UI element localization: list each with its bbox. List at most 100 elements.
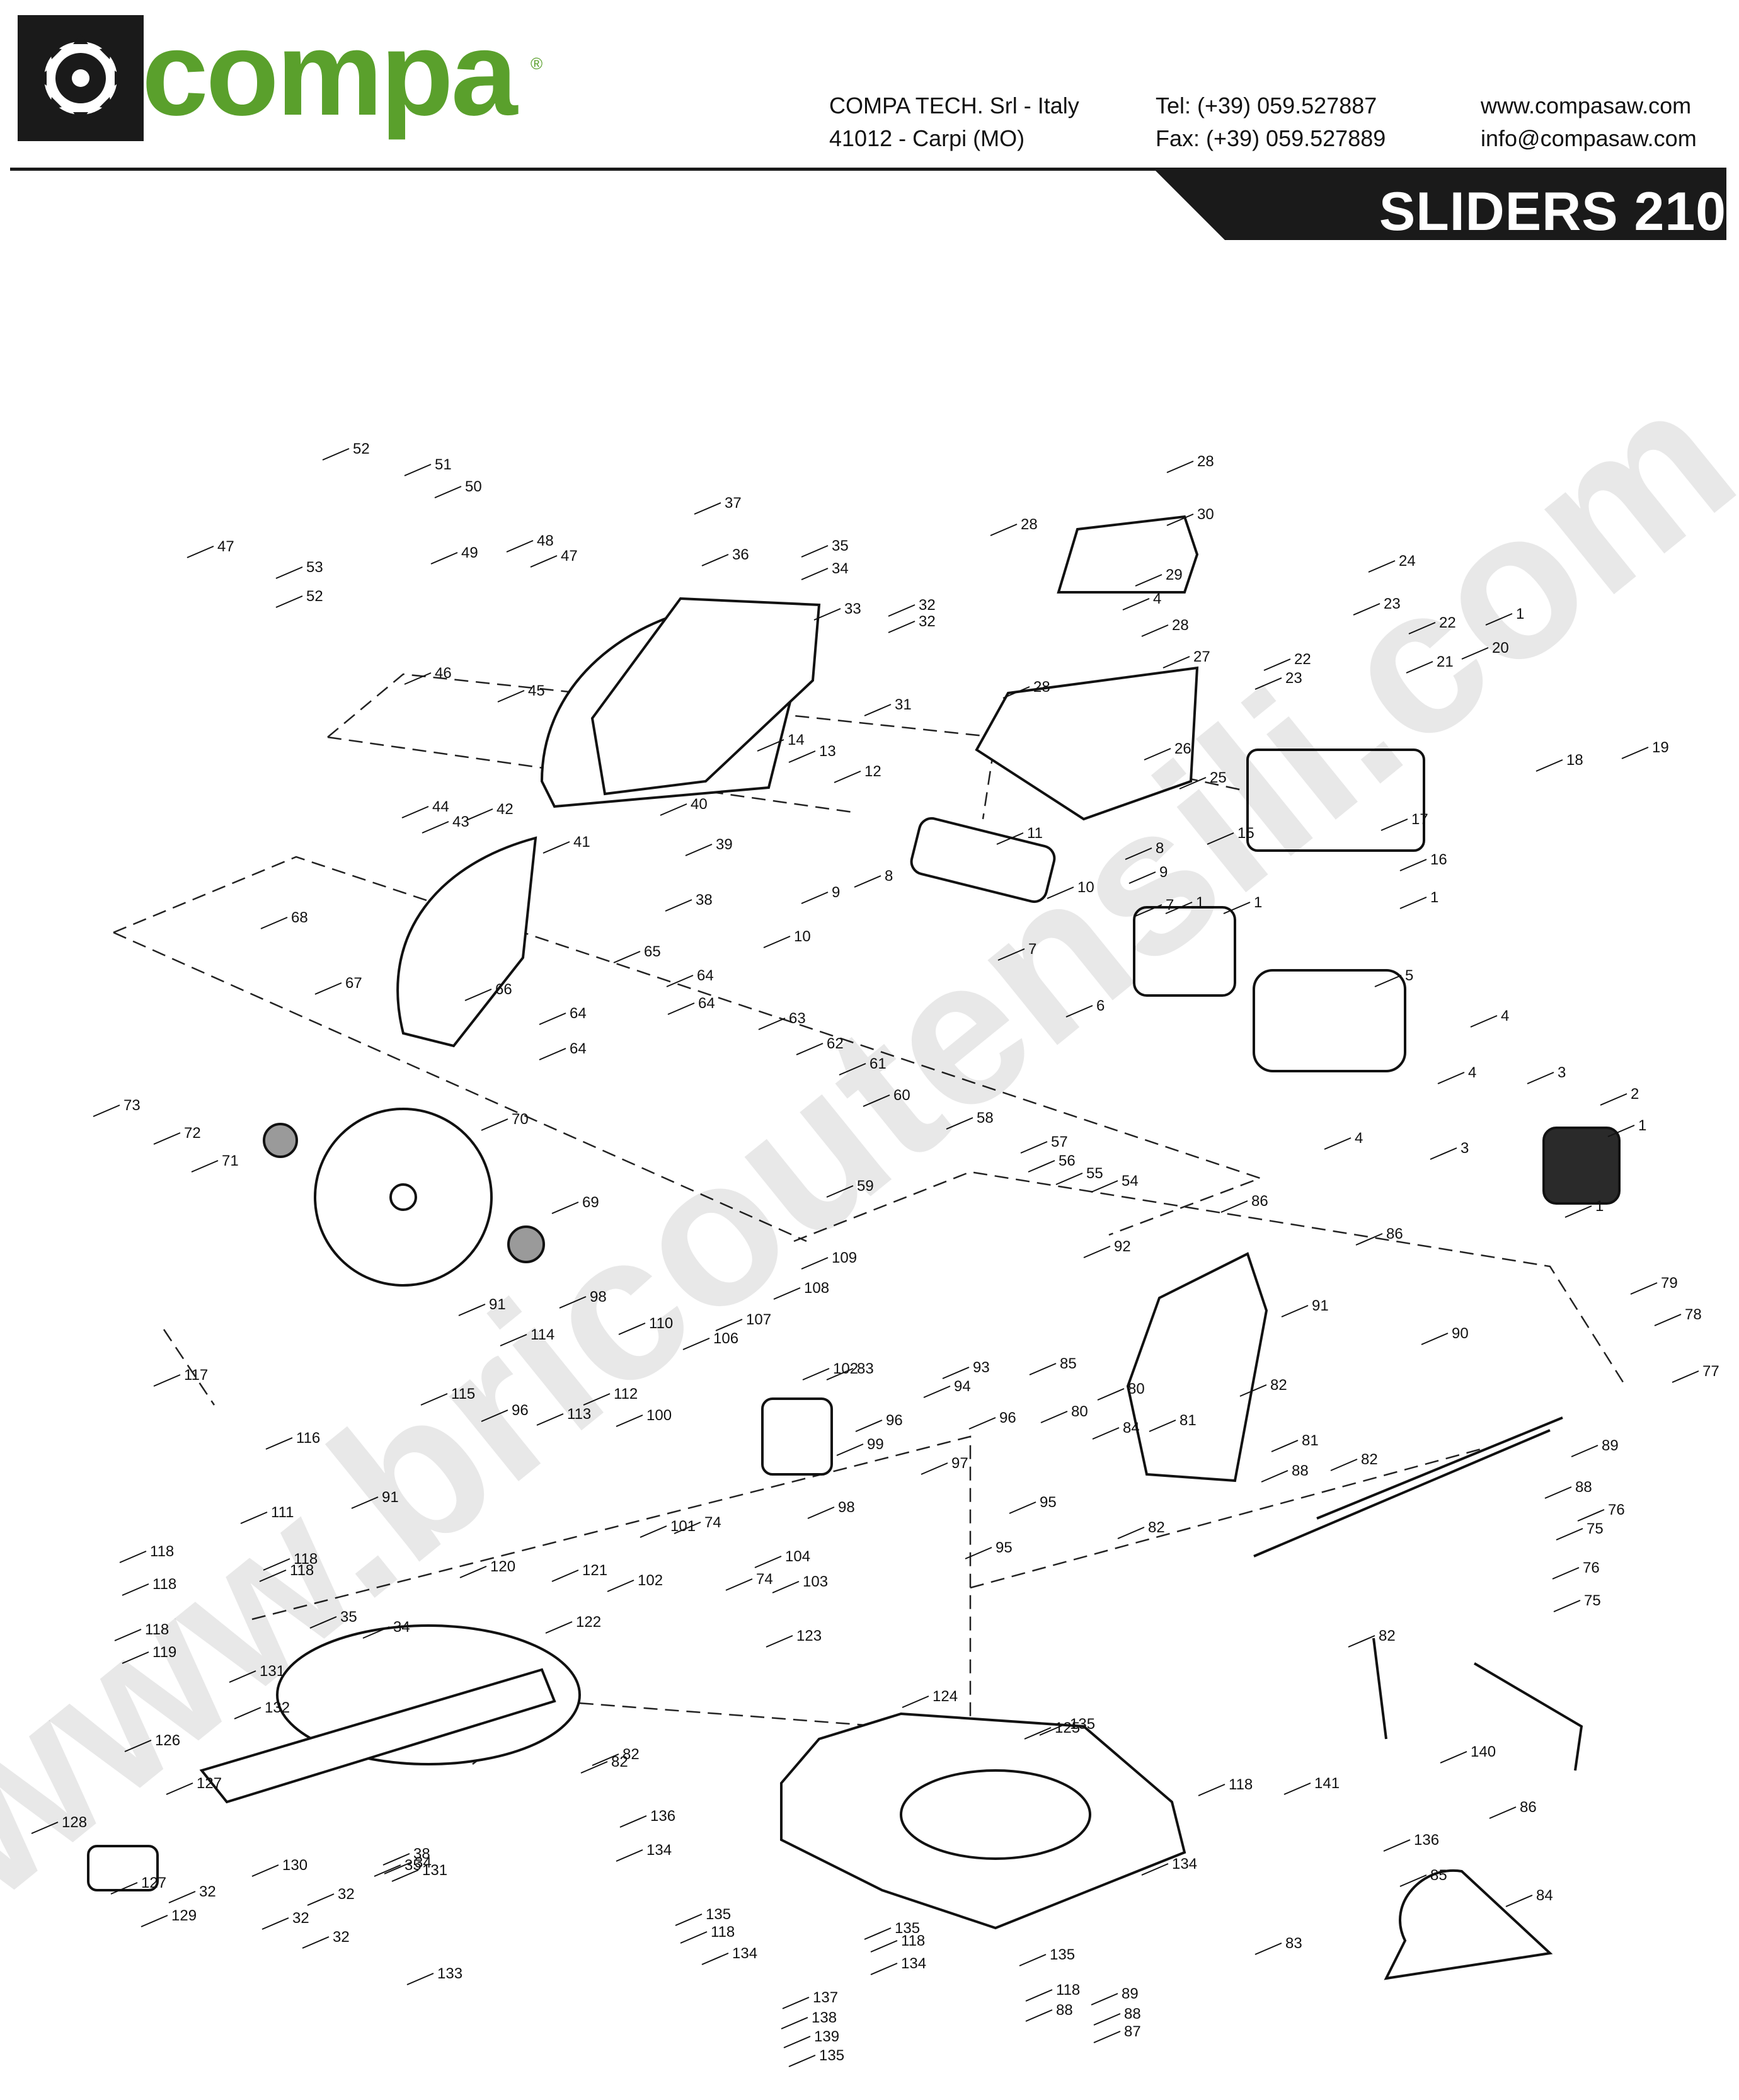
email-link[interactable]: info@compasaw.com <box>1481 125 1697 151</box>
part-number-label: 135 <box>706 1906 731 1923</box>
part-number-label: 135 <box>1050 1946 1075 1963</box>
part-number-label: 80 <box>1071 1403 1088 1420</box>
part-number-label: 89 <box>1122 1985 1139 2002</box>
part-number-label: 64 <box>697 967 714 984</box>
leader-line <box>772 1581 800 1593</box>
part-number-label: 91 <box>382 1489 399 1506</box>
part-number-label: 10 <box>1077 879 1094 896</box>
leader-line <box>551 1569 579 1582</box>
leader-line <box>168 1891 196 1903</box>
leader-line <box>539 1048 566 1060</box>
part-number-label: 8 <box>885 868 893 885</box>
leader-line <box>801 568 829 580</box>
leader-line <box>1399 859 1427 871</box>
part-number-label: 84 <box>1123 1420 1140 1437</box>
part-number-label: 92 <box>1114 1238 1131 1255</box>
leader-line <box>1399 897 1427 909</box>
website-link[interactable]: www.compasaw.com <box>1481 93 1692 118</box>
part-number-label: 47 <box>561 548 578 565</box>
part-number-label: 118 <box>290 1562 314 1579</box>
leader-line <box>675 1914 703 1926</box>
leader-line <box>1065 1005 1093 1018</box>
leader-line <box>187 546 214 558</box>
leader-line <box>1440 1751 1467 1764</box>
part-number-label: 74 <box>704 1514 721 1531</box>
part-number-label: 77 <box>1702 1363 1719 1380</box>
part-number-label: 33 <box>844 600 861 617</box>
part-number-label: 1 <box>1595 1198 1604 1215</box>
leader-line <box>613 951 641 963</box>
part-number-label: 131 <box>260 1663 285 1680</box>
part-number-label: 35 <box>340 1609 357 1626</box>
leader-line <box>660 803 687 816</box>
part-number-label: 71 <box>222 1152 239 1169</box>
part-number-label: 53 <box>306 559 323 576</box>
leader-line <box>788 2055 816 2067</box>
leader-line <box>1092 1427 1120 1440</box>
leader-line <box>826 1185 854 1198</box>
part-number-label: 88 <box>1575 1479 1592 1496</box>
part-number-label: 90 <box>1452 1325 1469 1342</box>
leader-line <box>545 1621 573 1634</box>
part-number-label: 49 <box>461 544 478 561</box>
leader-line <box>559 1296 587 1309</box>
part-number-label: 11 <box>1027 825 1043 842</box>
leader-line <box>1281 1305 1309 1317</box>
leader-line <box>1630 1282 1658 1295</box>
part-number-label: 59 <box>857 1178 874 1195</box>
leader-line <box>1220 1200 1248 1213</box>
leader-line <box>1672 1370 1699 1383</box>
leader-line <box>1553 1600 1581 1612</box>
leader-line <box>1028 1160 1055 1173</box>
part-number-label: 75 <box>1587 1520 1604 1537</box>
part-number-label: 100 <box>646 1407 672 1424</box>
part-number-label: 98 <box>590 1288 607 1305</box>
leader-line <box>766 1635 793 1648</box>
part-number-label: 109 <box>832 1249 857 1266</box>
part-number-label: 7 <box>1028 941 1036 958</box>
part-number-label: 63 <box>789 1010 806 1027</box>
leader-line <box>1198 1784 1225 1796</box>
part-number-label: 3 <box>1461 1140 1469 1157</box>
leader-line <box>682 1338 710 1350</box>
leader-line <box>466 808 493 821</box>
leader-line <box>1577 1509 1605 1522</box>
part-number-label: 118 <box>711 1924 735 1941</box>
part-number-label: 44 <box>432 798 449 815</box>
part-number-label: 125 <box>1055 1719 1080 1736</box>
part-number-label: 2 <box>1631 1086 1639 1103</box>
part-number-label: 18 <box>1566 752 1583 769</box>
part-number-label: 9 <box>1159 864 1168 881</box>
part-number-label: 16 <box>1430 851 1447 868</box>
leader-line <box>406 1973 434 1985</box>
leader-line <box>153 1374 181 1387</box>
leader-line <box>1485 613 1513 626</box>
header-rule <box>10 168 1726 171</box>
leader-line <box>1135 574 1162 587</box>
leader-line <box>863 1094 890 1107</box>
part-number-label: 41 <box>573 834 590 851</box>
leader-line <box>854 875 881 888</box>
leader-line <box>1600 1093 1627 1106</box>
leader-line <box>801 545 829 558</box>
leader-line <box>500 1334 527 1346</box>
leader-line <box>122 1583 149 1596</box>
leader-line <box>1025 1989 1053 2002</box>
leader-line <box>240 1512 268 1524</box>
leader-line <box>1024 1727 1052 1740</box>
leader-line <box>362 1626 390 1639</box>
leader-line <box>1239 1384 1267 1397</box>
part-number-label: 81 <box>1302 1432 1319 1449</box>
part-number-label: 48 <box>537 532 554 549</box>
part-number-label: 43 <box>452 813 469 830</box>
part-number-label: 103 <box>803 1573 828 1590</box>
part-number-label: 118 <box>1056 1982 1080 1999</box>
part-number-label: 4 <box>1355 1130 1363 1147</box>
part-number-label: 12 <box>864 763 881 780</box>
part-number-label: 28 <box>1021 516 1038 533</box>
leader-line <box>1254 1942 1282 1955</box>
part-number-label: 4 <box>1501 1007 1509 1024</box>
leader-line <box>458 1304 486 1316</box>
part-number-label: 134 <box>732 1945 757 1962</box>
